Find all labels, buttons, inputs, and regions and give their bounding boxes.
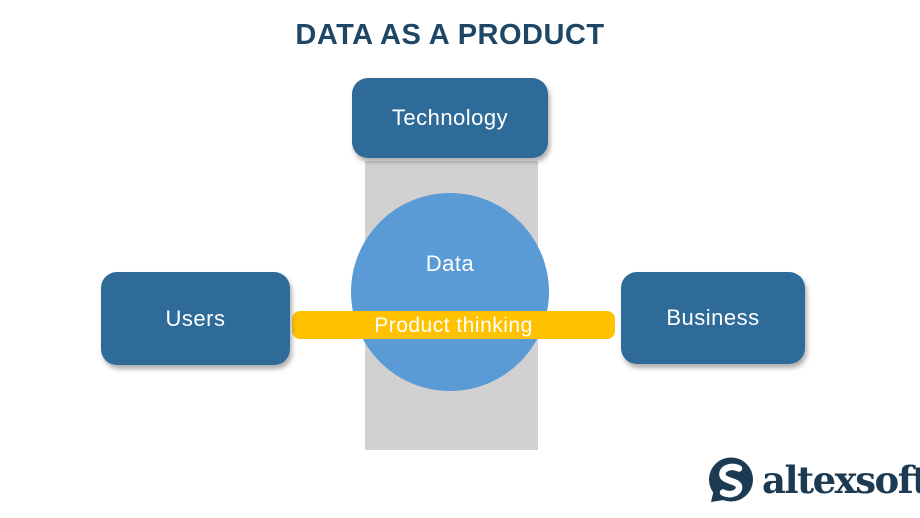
altexsoft-logo: altexsoft bbox=[707, 456, 920, 504]
node-business-label: Business bbox=[666, 305, 760, 330]
altexsoft-wordmark: altexsoft bbox=[762, 458, 920, 502]
product-thinking-label: Product thinking bbox=[374, 313, 533, 337]
diagram-title: DATA AS A PRODUCT bbox=[295, 19, 605, 51]
node-technology-label: Technology bbox=[391, 105, 509, 130]
node-users-label: Users bbox=[165, 305, 226, 331]
speech-bubble-s-icon bbox=[709, 457, 753, 502]
node-business: Business bbox=[621, 272, 805, 364]
product-thinking-bar: Product thinking bbox=[292, 311, 615, 339]
node-users: Users bbox=[101, 272, 290, 365]
node-technology: Technology bbox=[352, 78, 548, 158]
data-circle-label: Data bbox=[425, 251, 475, 276]
data-circle: Data bbox=[351, 193, 549, 391]
